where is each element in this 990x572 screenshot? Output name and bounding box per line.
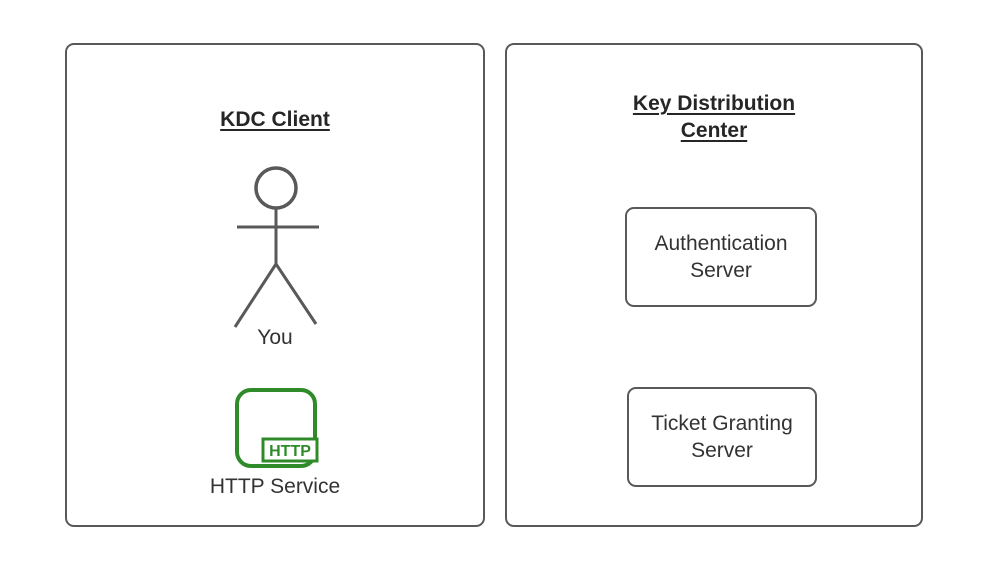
stick-figure-head	[254, 166, 298, 210]
kdc-client-panel-title: KDC Client	[220, 108, 330, 131]
stick-figure-left-leg	[233, 263, 278, 328]
kdc-panel-title: Key Distribution Center	[632, 92, 796, 142]
ticket-granting-server-node: Ticket Granting Server	[627, 387, 817, 487]
http-service-icon: HTTP	[235, 388, 319, 468]
stick-figure-icon	[233, 166, 319, 328]
http-app-window	[235, 388, 317, 468]
stick-figure-right-leg	[274, 263, 318, 325]
http-service-label: HTTP Service	[209, 475, 341, 498]
authentication-server-node: Authentication Server	[625, 207, 817, 307]
http-badge	[261, 437, 319, 463]
http-badge-label: HTTP	[269, 443, 311, 460]
ticket-granting-server-label: Ticket Granting Server	[651, 412, 793, 462]
kdc-client-panel: KDC Client You HTTP HTTP Service	[65, 43, 485, 527]
key-distribution-center-panel: Key Distribution Center Authentication S…	[505, 43, 923, 527]
actor-label: You	[257, 326, 293, 349]
authentication-server-label: Authentication Server	[654, 232, 788, 282]
